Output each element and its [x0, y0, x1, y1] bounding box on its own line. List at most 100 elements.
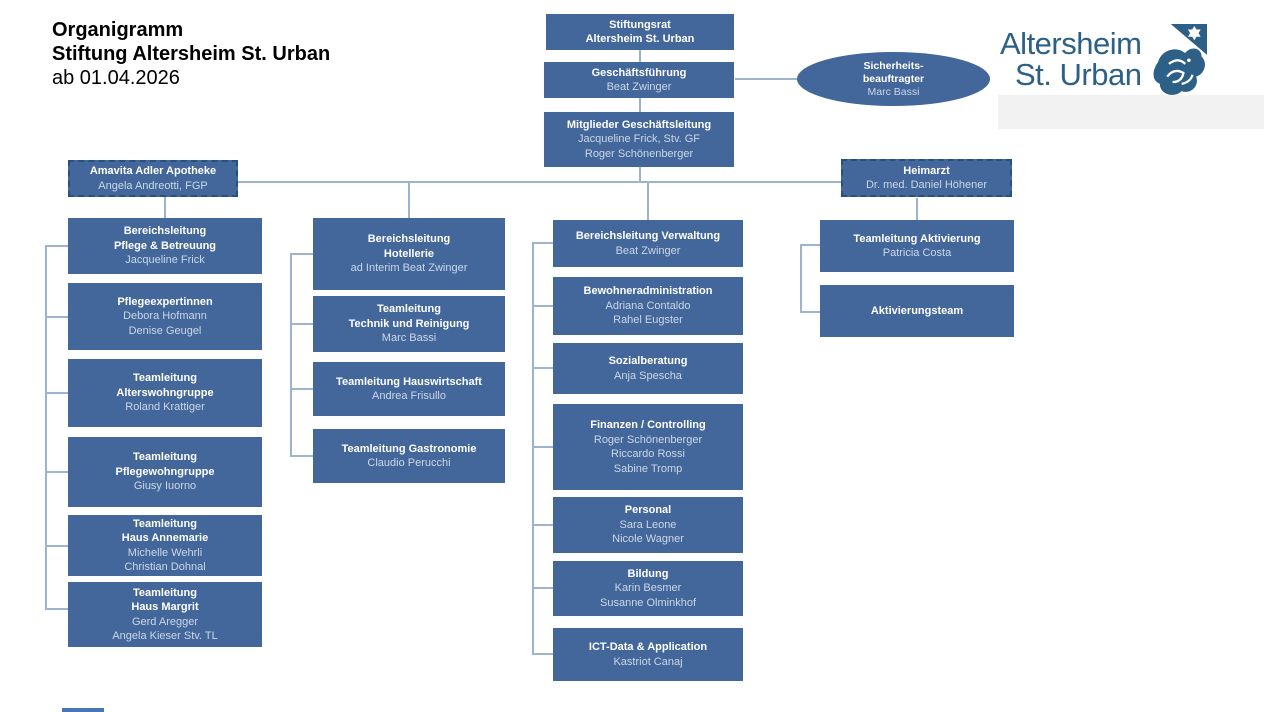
connector-line	[290, 253, 292, 457]
title-line-3: ab 01.04.2026	[52, 67, 180, 89]
node-names: Roland Krattiger	[125, 401, 205, 414]
org-node-geschaeftsfuehrung: Geschäftsführung Beat Zwinger	[544, 62, 734, 98]
node-title: Heimarzt	[903, 164, 950, 177]
connector-line	[46, 545, 68, 547]
connector-line	[532, 524, 553, 526]
node-names: ad Interim Beat Zwinger	[350, 262, 468, 275]
node-title: Teamleitung Gastronomie	[341, 442, 477, 455]
document-title: Organigramm Stiftung Altersheim St. Urba…	[52, 18, 330, 90]
node-names: Beat Zwinger	[606, 81, 672, 93]
node-names: Patricia Costa	[882, 247, 952, 259]
node-names: Jacqueline Frick	[125, 254, 205, 267]
connector-line	[290, 323, 313, 325]
node-title: Pflegeexpertinnen	[117, 295, 213, 308]
title-line-2: Stiftung Altersheim St. Urban	[52, 43, 331, 65]
connector-line	[532, 242, 553, 244]
connector-line	[408, 183, 410, 218]
node-names: Giusy Iuorno	[133, 480, 197, 493]
lion-emblem-icon	[1153, 24, 1208, 95]
node-title: Teamleitung Aktivierung	[853, 232, 981, 245]
node-names: Angela Andreotti, FGP	[98, 179, 208, 192]
org-node-sicherheitsbeauftragter: Sicherheits-beauftragter Marc Bassi	[797, 52, 990, 106]
connector-line	[290, 455, 313, 457]
node-title: Teamleitung Hauswirtschaft	[336, 375, 482, 388]
org-node-geschaeftsleitung: Mitglieder Geschäftsleitung Jacqueline F…	[544, 112, 734, 167]
connector-line	[639, 167, 641, 182]
connector-line	[532, 653, 553, 655]
connector-line	[647, 183, 649, 220]
org-node-aktivierungsteam: Aktivierungsteam	[820, 285, 1014, 337]
connector-line	[639, 50, 641, 62]
connector-line	[735, 78, 798, 80]
node-title: Bereichsleitung Verwaltung	[575, 230, 721, 242]
node-names: Anja Spescha	[614, 369, 682, 382]
connector-line	[532, 305, 553, 307]
connector-line	[46, 392, 68, 394]
node-names: Marc Bassi	[381, 332, 437, 345]
connector-line	[164, 196, 166, 218]
connector-line	[46, 608, 68, 610]
node-names: Beat Zwinger	[615, 244, 681, 257]
org-node-gastronomie: Teamleitung Gastronomie Claudio Perucchi	[313, 429, 505, 483]
org-node-amavita-apotheke: Amavita Adler Apotheke Angela Andreotti,…	[68, 160, 238, 197]
connector-line	[290, 253, 313, 255]
connector-line	[800, 244, 802, 313]
node-names: Dr. med. Daniel Höhener	[865, 179, 988, 191]
connector-line	[800, 311, 820, 313]
connector-line	[46, 316, 68, 318]
node-title: Bildung	[627, 567, 669, 580]
connector-line	[800, 244, 820, 246]
logo-word-2: St. Urban	[1014, 57, 1142, 92]
connector-line	[290, 388, 313, 390]
title-line-1: Organigramm	[52, 19, 184, 41]
connector-line	[238, 181, 841, 183]
connector-line	[532, 242, 534, 655]
org-node-ict-data-application: ICT-Data & Application Kastriot Canaj	[553, 628, 743, 681]
node-title: Aktivierungsteam	[870, 304, 964, 317]
node-names: Claudio Perucchi	[367, 457, 451, 469]
connector-line	[532, 446, 553, 448]
node-title: Personal	[624, 504, 672, 517]
node-title: Sozialberatung	[608, 355, 688, 367]
node-title: Sicherheits-beauftragter	[862, 59, 925, 85]
org-node-heimarzt: Heimarzt Dr. med. Daniel Höhener	[841, 159, 1012, 197]
company-logo: Altersheim St. Urban	[1000, 22, 1208, 104]
node-title: Bewohneradministration	[583, 285, 713, 298]
page-edge-mark	[62, 708, 104, 712]
connector-line	[45, 245, 47, 610]
connector-line	[639, 98, 641, 112]
logo-word-1: Altersheim	[1000, 26, 1142, 61]
connector-line	[532, 587, 553, 589]
org-node-teamleitung-aktivierung: Teamleitung Aktivierung Patricia Costa	[820, 220, 1014, 272]
logo-wordmark: Altersheim St. Urban	[1000, 26, 1142, 92]
org-node-hauswirtschaft: Teamleitung Hauswirtschaft Andrea Frisul…	[313, 362, 505, 416]
node-title: Mitglieder Geschäftsleitung	[566, 118, 712, 131]
connector-line	[916, 198, 918, 220]
